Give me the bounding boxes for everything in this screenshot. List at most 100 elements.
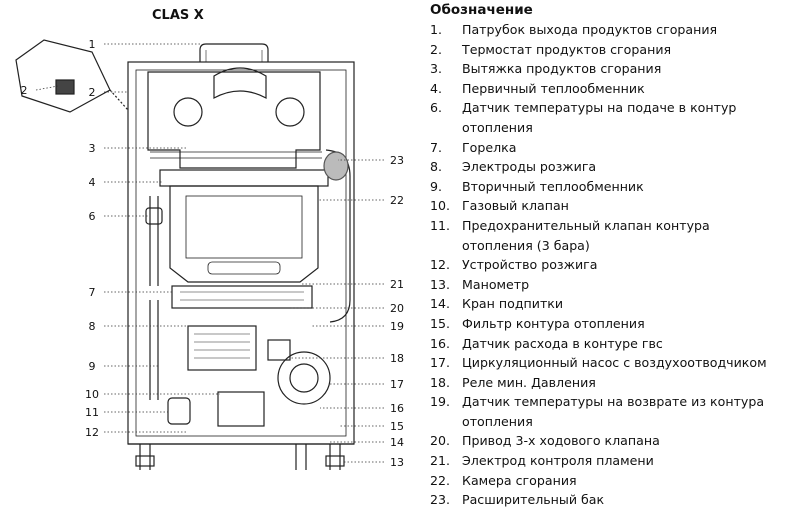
callout-number: 11 [85, 406, 99, 419]
callout-number: 22 [390, 194, 404, 207]
callout-number: 2 [21, 84, 28, 97]
safety-valve [167, 397, 191, 425]
callout-number: 17 [390, 378, 404, 391]
burner [171, 285, 313, 309]
callout-number: 19 [390, 320, 404, 333]
legend-item-number: 23. [430, 492, 451, 508]
legend-item: 2. Термостат продуктов сгорания [430, 40, 798, 60]
legend-item: 22. Камера сгорания [430, 471, 798, 491]
callout-number: 7 [89, 286, 96, 299]
legend-item: 14. Кран подпитки [430, 294, 798, 314]
legend-item-number: 12. [430, 257, 451, 273]
legend-item-number: 13. [430, 276, 451, 292]
legend-item-text: Привод 3-х ходового клапана [462, 433, 660, 449]
legend-item-number: 16. [430, 335, 451, 351]
flue-outlet [199, 43, 269, 62]
callout-number: 13 [390, 456, 404, 469]
legend-item-text: Расширительный бак [462, 492, 605, 508]
legend-item-number: 3. [430, 61, 443, 77]
legend-item-text: Вытяжка продуктов сгорания [462, 61, 662, 77]
flow-pipe [149, 196, 159, 286]
legend-item: 20. Привод 3-х ходового клапана [430, 431, 798, 451]
callout-number: 20 [390, 302, 404, 315]
legend-item-number: 10. [430, 198, 451, 214]
legend-item: 7. Горелка [430, 138, 798, 158]
legend-item-number: 18. [430, 374, 451, 390]
legend-item-text: Циркуляционный насос с воздухоотводчиком [462, 355, 767, 371]
legend-item-number: 14. [430, 296, 451, 312]
legend-item-text: Датчик температуры на подаче в контур от… [462, 100, 737, 135]
legend-item-number: 7. [430, 139, 443, 155]
legend-item-number: 9. [430, 178, 443, 194]
fan-port-right [275, 97, 305, 127]
legend-item: 19. Датчик температуры на возврате из кон… [430, 392, 798, 431]
legend: Обозначение 1.Патрубок выхода продуктов … [430, 0, 798, 510]
legend-item-text: Электрод контроля пламени [462, 453, 654, 469]
callout-number: 8 [89, 320, 96, 333]
legend-item-number: 15. [430, 315, 451, 331]
fan-hood [147, 71, 321, 169]
legend-item-number: 22. [430, 472, 451, 488]
legend-item-text: Предохранительный клапан контура отоплен… [462, 217, 710, 253]
legend-item-text: Горелка [462, 139, 517, 155]
legend-item-number: 17. [430, 355, 451, 371]
thermostat-detail [15, 39, 111, 113]
gas-valve [217, 391, 265, 427]
legend-item-text: Газовый клапан [462, 198, 569, 214]
callout-number: 6 [89, 210, 96, 223]
legend-item-number: 21. [430, 453, 451, 469]
legend-item: 3. Вытяжка продуктов сгорания [430, 59, 798, 79]
callout-number: 12 [85, 426, 99, 439]
callout-number: 1 [89, 38, 96, 51]
legend-item-number: 4. [430, 80, 443, 96]
callout-number: 21 [390, 278, 404, 291]
legend-item-text: Термостат продуктов сгорания [462, 41, 672, 57]
bottom-fittings [139, 444, 341, 470]
legend-item-text: Камера сгорания [462, 472, 577, 488]
legend-item-text: Вторичный теплообменник [462, 178, 644, 194]
legend-item-text: Фильтр контура отопления [462, 315, 645, 331]
callout-number: 18 [390, 352, 404, 365]
fan-port-left [173, 97, 203, 127]
legend-item: 1.Патрубок выхода продуктов сгорания [430, 20, 798, 40]
legend-item-text: Кран подпитки [462, 296, 564, 312]
callout-number: 4 [89, 176, 96, 189]
legend-item-number: 11. [430, 217, 451, 233]
legend-item: 12.Устройство розжига [430, 255, 798, 275]
boiler-diagram: CLAS X [15, 8, 404, 470]
legend-item-number: 20. [430, 433, 451, 449]
callout-number: 15 [390, 420, 404, 433]
legend-item-number: 19. [430, 394, 451, 410]
legend-item-text: Манометр [462, 276, 530, 292]
primary-heat-exchanger [159, 169, 329, 187]
legend-item-text: Датчик температуры на возврате из контур… [462, 394, 765, 429]
legend-item: 17. Циркуляционный насос с воздухоотводчи… [430, 353, 798, 373]
legend-item: 16. Датчик расхода в контуре гвс [430, 334, 798, 354]
boiler-inner-frame [135, 69, 347, 437]
callout-number: 2 [89, 86, 96, 99]
callout-number: 23 [390, 154, 404, 167]
legend-item-number: 2. [430, 41, 443, 57]
secondary-heat-exchanger [187, 325, 257, 371]
combustion-chamber [169, 185, 319, 283]
legend-item-text: Первичный теплообменник [462, 80, 645, 96]
legend-item-number: 8. [430, 159, 443, 175]
legend-item: 21. Электрод контроля пламени [430, 451, 798, 471]
legend-item: 15. Фильтр контура отопления [430, 314, 798, 334]
legend-item: 8.Электроды розжига [430, 157, 798, 177]
fan-housing [213, 67, 267, 100]
legend-title: Обозначение [430, 2, 533, 18]
legend-item: 23. Расширительный бак [430, 490, 798, 510]
legend-item-number: 1. [430, 22, 443, 37]
legend-item: 10. Газовый клапан [430, 196, 798, 216]
callout-number: 14 [390, 436, 404, 449]
callout-number: 10 [85, 388, 99, 401]
legend-item: 4. Первичный теплообменник [430, 79, 798, 99]
legend-item-text: Датчик расхода в контуре гвс [462, 335, 663, 351]
legend-item: 13. Манометр [430, 275, 798, 295]
diagram-title: CLAS X [152, 8, 204, 23]
circulation-pump [277, 351, 331, 405]
callout-leader-line [35, 85, 59, 91]
